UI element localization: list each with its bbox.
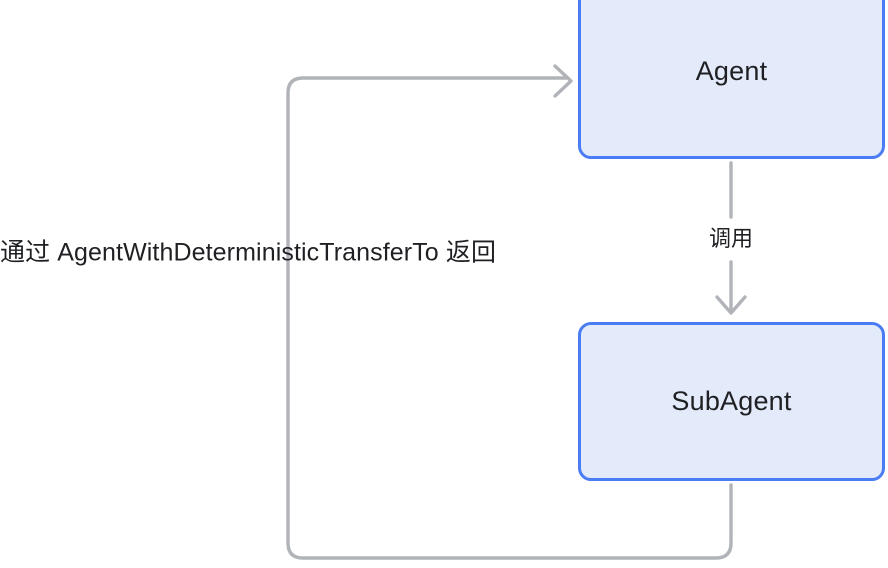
node-agent[interactable]: Agent (578, 0, 885, 159)
arrowhead-down-icon (715, 295, 747, 315)
node-subagent-label: SubAgent (671, 386, 792, 416)
edge-label-return: 通过 AgentWithDeterministicTransferTo 返回 (0, 238, 497, 267)
node-agent-label: Agent (695, 56, 768, 86)
node-subagent[interactable]: SubAgent (578, 322, 885, 481)
edge-label-invoke: 调用 (708, 226, 754, 251)
arrowhead-right-icon (553, 64, 573, 98)
